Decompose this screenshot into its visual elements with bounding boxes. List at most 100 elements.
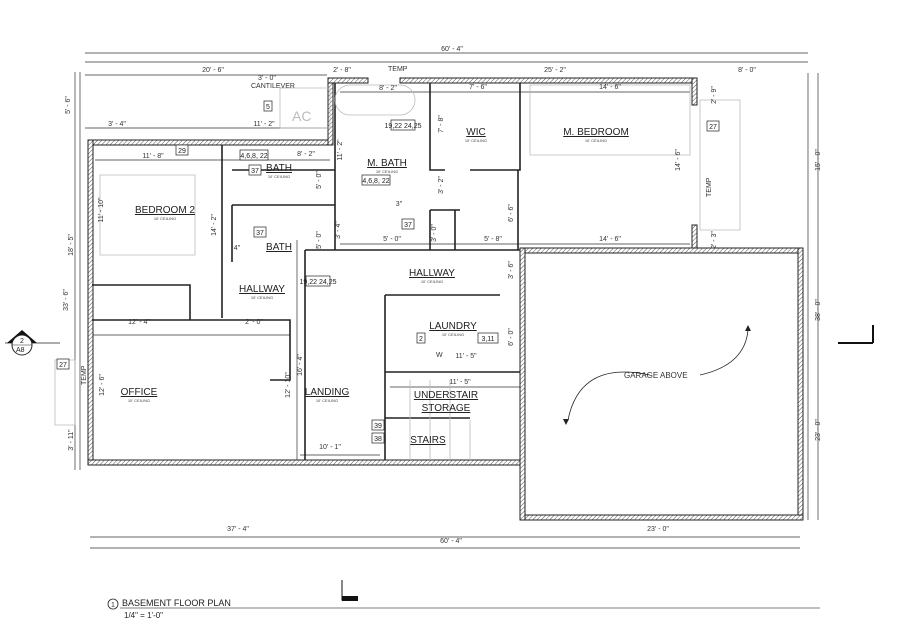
keynote-tag: 4,6,8, 22 xyxy=(240,153,267,160)
dimension-label: 5' - 0" xyxy=(316,231,323,249)
tag-box xyxy=(175,144,189,156)
room-name: UNDERSTAIR xyxy=(414,390,478,401)
dimension-label: 6' - 0" xyxy=(508,328,515,346)
dimension-label: 5' - 0" xyxy=(383,236,401,243)
room-name: HALLWAY xyxy=(409,268,455,279)
section-cut-bar xyxy=(342,596,358,601)
ac-unit-label: AC xyxy=(292,108,311,124)
dimension-label: 10' - 1" xyxy=(319,444,341,451)
tag-box xyxy=(477,332,499,344)
keynote-tag: 37 xyxy=(404,222,412,229)
dimension-label: 12' - 10" xyxy=(285,372,292,398)
section-cut-right xyxy=(838,325,874,344)
dimension-label: 11' - 5" xyxy=(455,353,477,360)
tag-box xyxy=(706,120,720,132)
room-name: HALLWAY xyxy=(239,284,285,295)
tag-box xyxy=(305,275,331,287)
dimension-lines xyxy=(74,52,819,549)
dimension-label: 12' - 4" xyxy=(128,319,150,326)
dimension-label: 7' - 8" xyxy=(438,115,445,133)
dimension-label: 6' - 6" xyxy=(508,204,515,222)
dimension-label: 14' - 2" xyxy=(211,214,218,236)
dimension-label: 11' - 8" xyxy=(142,153,164,160)
keynote-tag: 2 xyxy=(419,336,423,343)
keynote-tag: 38 xyxy=(374,436,382,443)
dimension-label: 3" xyxy=(396,201,403,208)
dimension-label: 2' - 9" xyxy=(711,86,718,104)
dimension-label: 11' - 10" xyxy=(98,197,105,223)
dimension-label: 2' - 3" xyxy=(711,231,718,249)
tag-box xyxy=(253,226,267,238)
dimension-label: 11' - 2" xyxy=(337,139,344,161)
view-number: 1 xyxy=(111,602,115,609)
room-ceiling: 10' CEILING xyxy=(376,169,398,174)
dimension-label: 5' - 0" xyxy=(316,171,323,189)
dimension-label: 25' - 2" xyxy=(544,67,566,74)
dimension-label: 23' - 0" xyxy=(647,526,669,533)
dimension-label: 60' - 4" xyxy=(441,46,463,53)
dimension-label: 37' - 4" xyxy=(227,526,249,533)
room-ceiling: 10' CEILING xyxy=(268,174,290,179)
room-name: LANDING xyxy=(305,387,350,398)
dimension-label: 2' - 0" xyxy=(245,319,263,326)
temp-label-top: TEMP xyxy=(388,66,408,73)
keynote-tag: 29 xyxy=(178,148,186,155)
dimension-label: 14' - 6" xyxy=(599,84,621,91)
dimension-label: 7' - 6" xyxy=(469,84,487,91)
dimension-label: 16' - 4" xyxy=(297,354,304,376)
tag-box xyxy=(401,218,415,230)
dimension-label: 4" xyxy=(234,245,241,252)
dimension-label: 5' - 8" xyxy=(484,236,502,243)
dimension-label: 14' - 6" xyxy=(599,236,621,243)
room-name: M. BATH xyxy=(367,158,407,169)
room-name: BATH xyxy=(266,242,292,253)
dimension-label: 3' - 11" xyxy=(68,429,75,451)
keynote-tag: 4,6,8, 22 xyxy=(362,178,389,185)
dimension-label: 3' - 4" xyxy=(335,221,342,239)
room-name: LAUNDRY xyxy=(429,321,477,332)
tag-box xyxy=(56,358,70,370)
tag-box xyxy=(263,100,273,112)
dimension-label: 8' - 2" xyxy=(379,85,397,92)
room-name: STAIRS xyxy=(410,435,446,446)
dimension-labels: 60' - 4"20' - 6"2' - 8"25' - 2"8' - 0"5'… xyxy=(63,46,822,545)
dimension-label: 3' - 4" xyxy=(108,121,126,128)
keynote-tag: 19,22 24,25 xyxy=(300,279,337,286)
dimension-label: 14' - 6" xyxy=(675,149,682,171)
dimension-label: 11' - 2" xyxy=(253,121,275,128)
room-name: OFFICE xyxy=(121,387,158,398)
dimension-label: 12' - 6" xyxy=(99,374,106,396)
tag-box xyxy=(361,174,391,186)
room-ceiling: 10' CEILING xyxy=(585,138,607,143)
dimension-label: 18' - 5" xyxy=(68,234,75,256)
tag-box xyxy=(390,119,416,131)
room-ceiling: 10' CEILING xyxy=(421,279,443,284)
section-sheet: A8 xyxy=(16,347,25,354)
temp-label-left: TEMP xyxy=(81,365,88,385)
tag-box xyxy=(248,164,262,176)
tag-box xyxy=(416,332,426,344)
dimension-label: 33' - 6" xyxy=(63,289,70,311)
dimension-label: 8' - 2" xyxy=(297,151,315,158)
drawing-title: 1 BASEMENT FLOOR PLAN 1/4" = 1'-0" xyxy=(107,598,820,620)
keynote-tag: 5 xyxy=(266,104,270,111)
interior-walls xyxy=(54,83,741,460)
room-ceiling: 10' CEILING xyxy=(465,138,487,143)
garage-above-label: GARAGE ABOVE xyxy=(624,371,688,380)
dimension-label: 2' - 8" xyxy=(333,67,351,74)
keynote-tag: 27 xyxy=(709,124,717,131)
garage-arrow-icon xyxy=(567,329,749,421)
tag-box xyxy=(371,419,385,431)
room-ceiling: 10' CEILING xyxy=(251,295,273,300)
dimension-label: 60' - 4" xyxy=(440,538,462,545)
dimension-label: 11' - 5" xyxy=(449,379,471,386)
dimension-label: 23' - 0" xyxy=(815,419,822,441)
tag-box xyxy=(239,149,269,161)
room-name: STORAGE xyxy=(422,403,471,414)
cantilever-dimension: 3' - 0" xyxy=(258,75,276,82)
room-ceiling: 10' CEILING xyxy=(316,398,338,403)
dimension-label: 38' - 0" xyxy=(815,299,822,321)
dimension-label: 15' - 0" xyxy=(815,149,822,171)
